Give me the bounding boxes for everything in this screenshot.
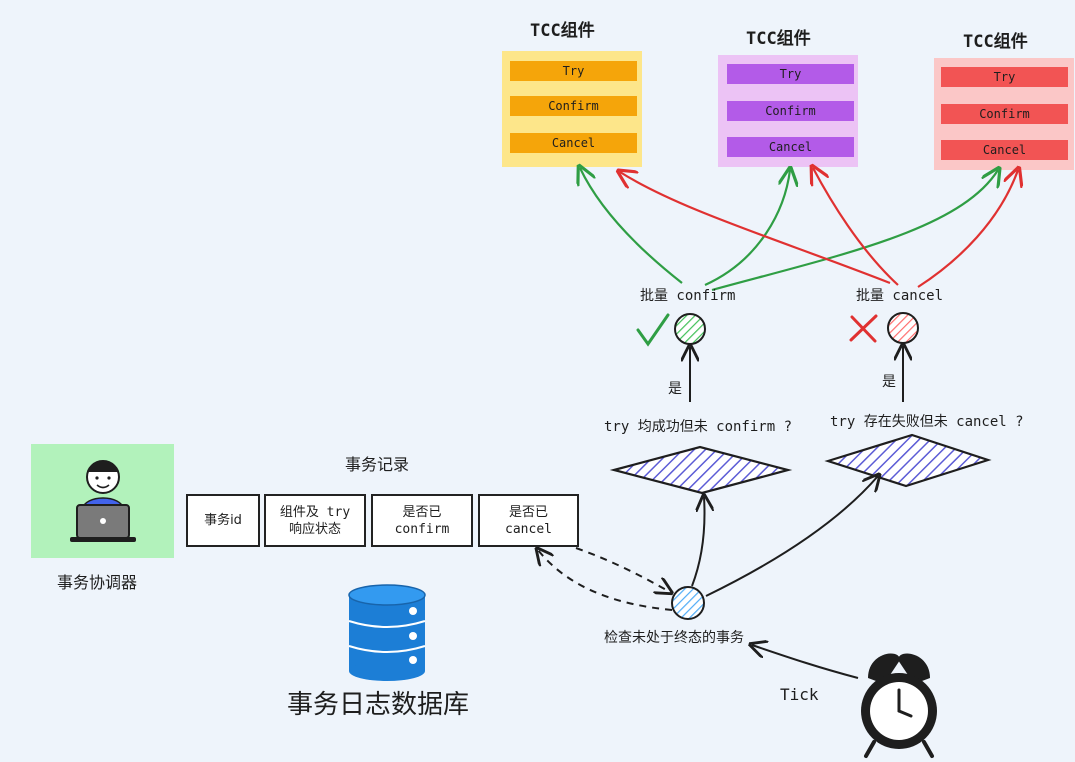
cross-icon bbox=[849, 314, 878, 343]
tcc1-cancel-button[interactable]: Cancel bbox=[510, 133, 637, 153]
tick-label: Tick bbox=[780, 685, 819, 704]
record-title: 事务记录 bbox=[345, 455, 410, 474]
decision-diamond-cancel bbox=[824, 433, 992, 488]
tcc-title-2: TCC组件 bbox=[746, 29, 811, 49]
tcc1-confirm-button[interactable]: Confirm bbox=[510, 96, 637, 116]
arrow-check-to-diamond-cancel bbox=[705, 476, 878, 597]
arrow-check-to-diamond-confirm bbox=[691, 497, 705, 587]
tcc1-try-button[interactable]: Try bbox=[510, 61, 637, 81]
check-icon bbox=[636, 313, 670, 347]
database-label: 事务日志数据库 bbox=[287, 690, 470, 720]
record-cell-confirmed-line1: 是否已 bbox=[402, 504, 442, 520]
yes-label-confirm: 是 bbox=[668, 381, 682, 397]
tcc2-cancel-button[interactable]: Cancel bbox=[727, 137, 854, 157]
record-cell-try-status-line2: 响应状态 bbox=[288, 521, 341, 537]
decision-diamond-confirm bbox=[609, 445, 793, 495]
laptop-icon bbox=[70, 504, 136, 542]
tcc2-try-button[interactable]: Try bbox=[727, 64, 854, 84]
arrow-confirm-to-tcc2 bbox=[704, 170, 790, 287]
tcc-title-1: TCC组件 bbox=[530, 21, 595, 41]
record-cell-txid-text: 事务id bbox=[204, 513, 242, 528]
batch-confirm-label: 批量 confirm bbox=[640, 288, 736, 304]
tcc-title-3: TCC组件 bbox=[963, 32, 1028, 52]
record-cell-try-status-line1: 组件及 try bbox=[279, 504, 351, 520]
record-cell-cancelled: 是否已 cancel bbox=[478, 494, 579, 547]
condition-cancel-label: try 存在失败但未 cancel ? bbox=[830, 414, 1024, 430]
arrow-cancel-to-tcc1 bbox=[620, 172, 891, 285]
record-cell-txid: 事务id bbox=[186, 494, 260, 547]
check-node bbox=[671, 586, 705, 620]
record-cell-confirmed: 是否已 confirm bbox=[371, 494, 473, 547]
arrow-cancel-to-tcc3 bbox=[917, 170, 1018, 288]
record-cell-try-status: 组件及 try 响应状态 bbox=[264, 494, 366, 547]
tcc3-confirm-button[interactable]: Confirm bbox=[941, 104, 1068, 124]
arrow-confirm-to-tcc1 bbox=[580, 168, 683, 284]
arrow-check-to-record bbox=[538, 550, 673, 611]
record-cell-cancelled-line1: 是否已 bbox=[508, 504, 548, 520]
confirm-node bbox=[674, 313, 706, 345]
coordinator-label: 事务协调器 bbox=[57, 573, 138, 592]
database-icon bbox=[348, 584, 426, 681]
tcc2-confirm-button[interactable]: Confirm bbox=[727, 101, 854, 121]
alarm-clock-icon bbox=[861, 653, 937, 758]
cancel-node bbox=[887, 312, 919, 344]
batch-cancel-label: 批量 cancel bbox=[856, 288, 944, 304]
tcc3-cancel-button[interactable]: Cancel bbox=[941, 140, 1068, 160]
record-cell-cancelled-line2: cancel bbox=[505, 521, 552, 537]
record-cell-confirmed-line2: confirm bbox=[394, 521, 450, 537]
check-label: 检查未处于终态的事务 bbox=[604, 630, 744, 646]
arrow-record-to-check bbox=[575, 547, 670, 592]
arrow-confirm-to-tcc3 bbox=[711, 170, 998, 292]
arrow-tick-to-check bbox=[752, 645, 859, 679]
condition-confirm-label: try 均成功但未 confirm ? bbox=[604, 419, 793, 435]
yes-label-cancel: 是 bbox=[882, 374, 896, 390]
tcc3-try-button[interactable]: Try bbox=[941, 67, 1068, 87]
arrow-cancel-to-tcc2 bbox=[813, 168, 899, 286]
